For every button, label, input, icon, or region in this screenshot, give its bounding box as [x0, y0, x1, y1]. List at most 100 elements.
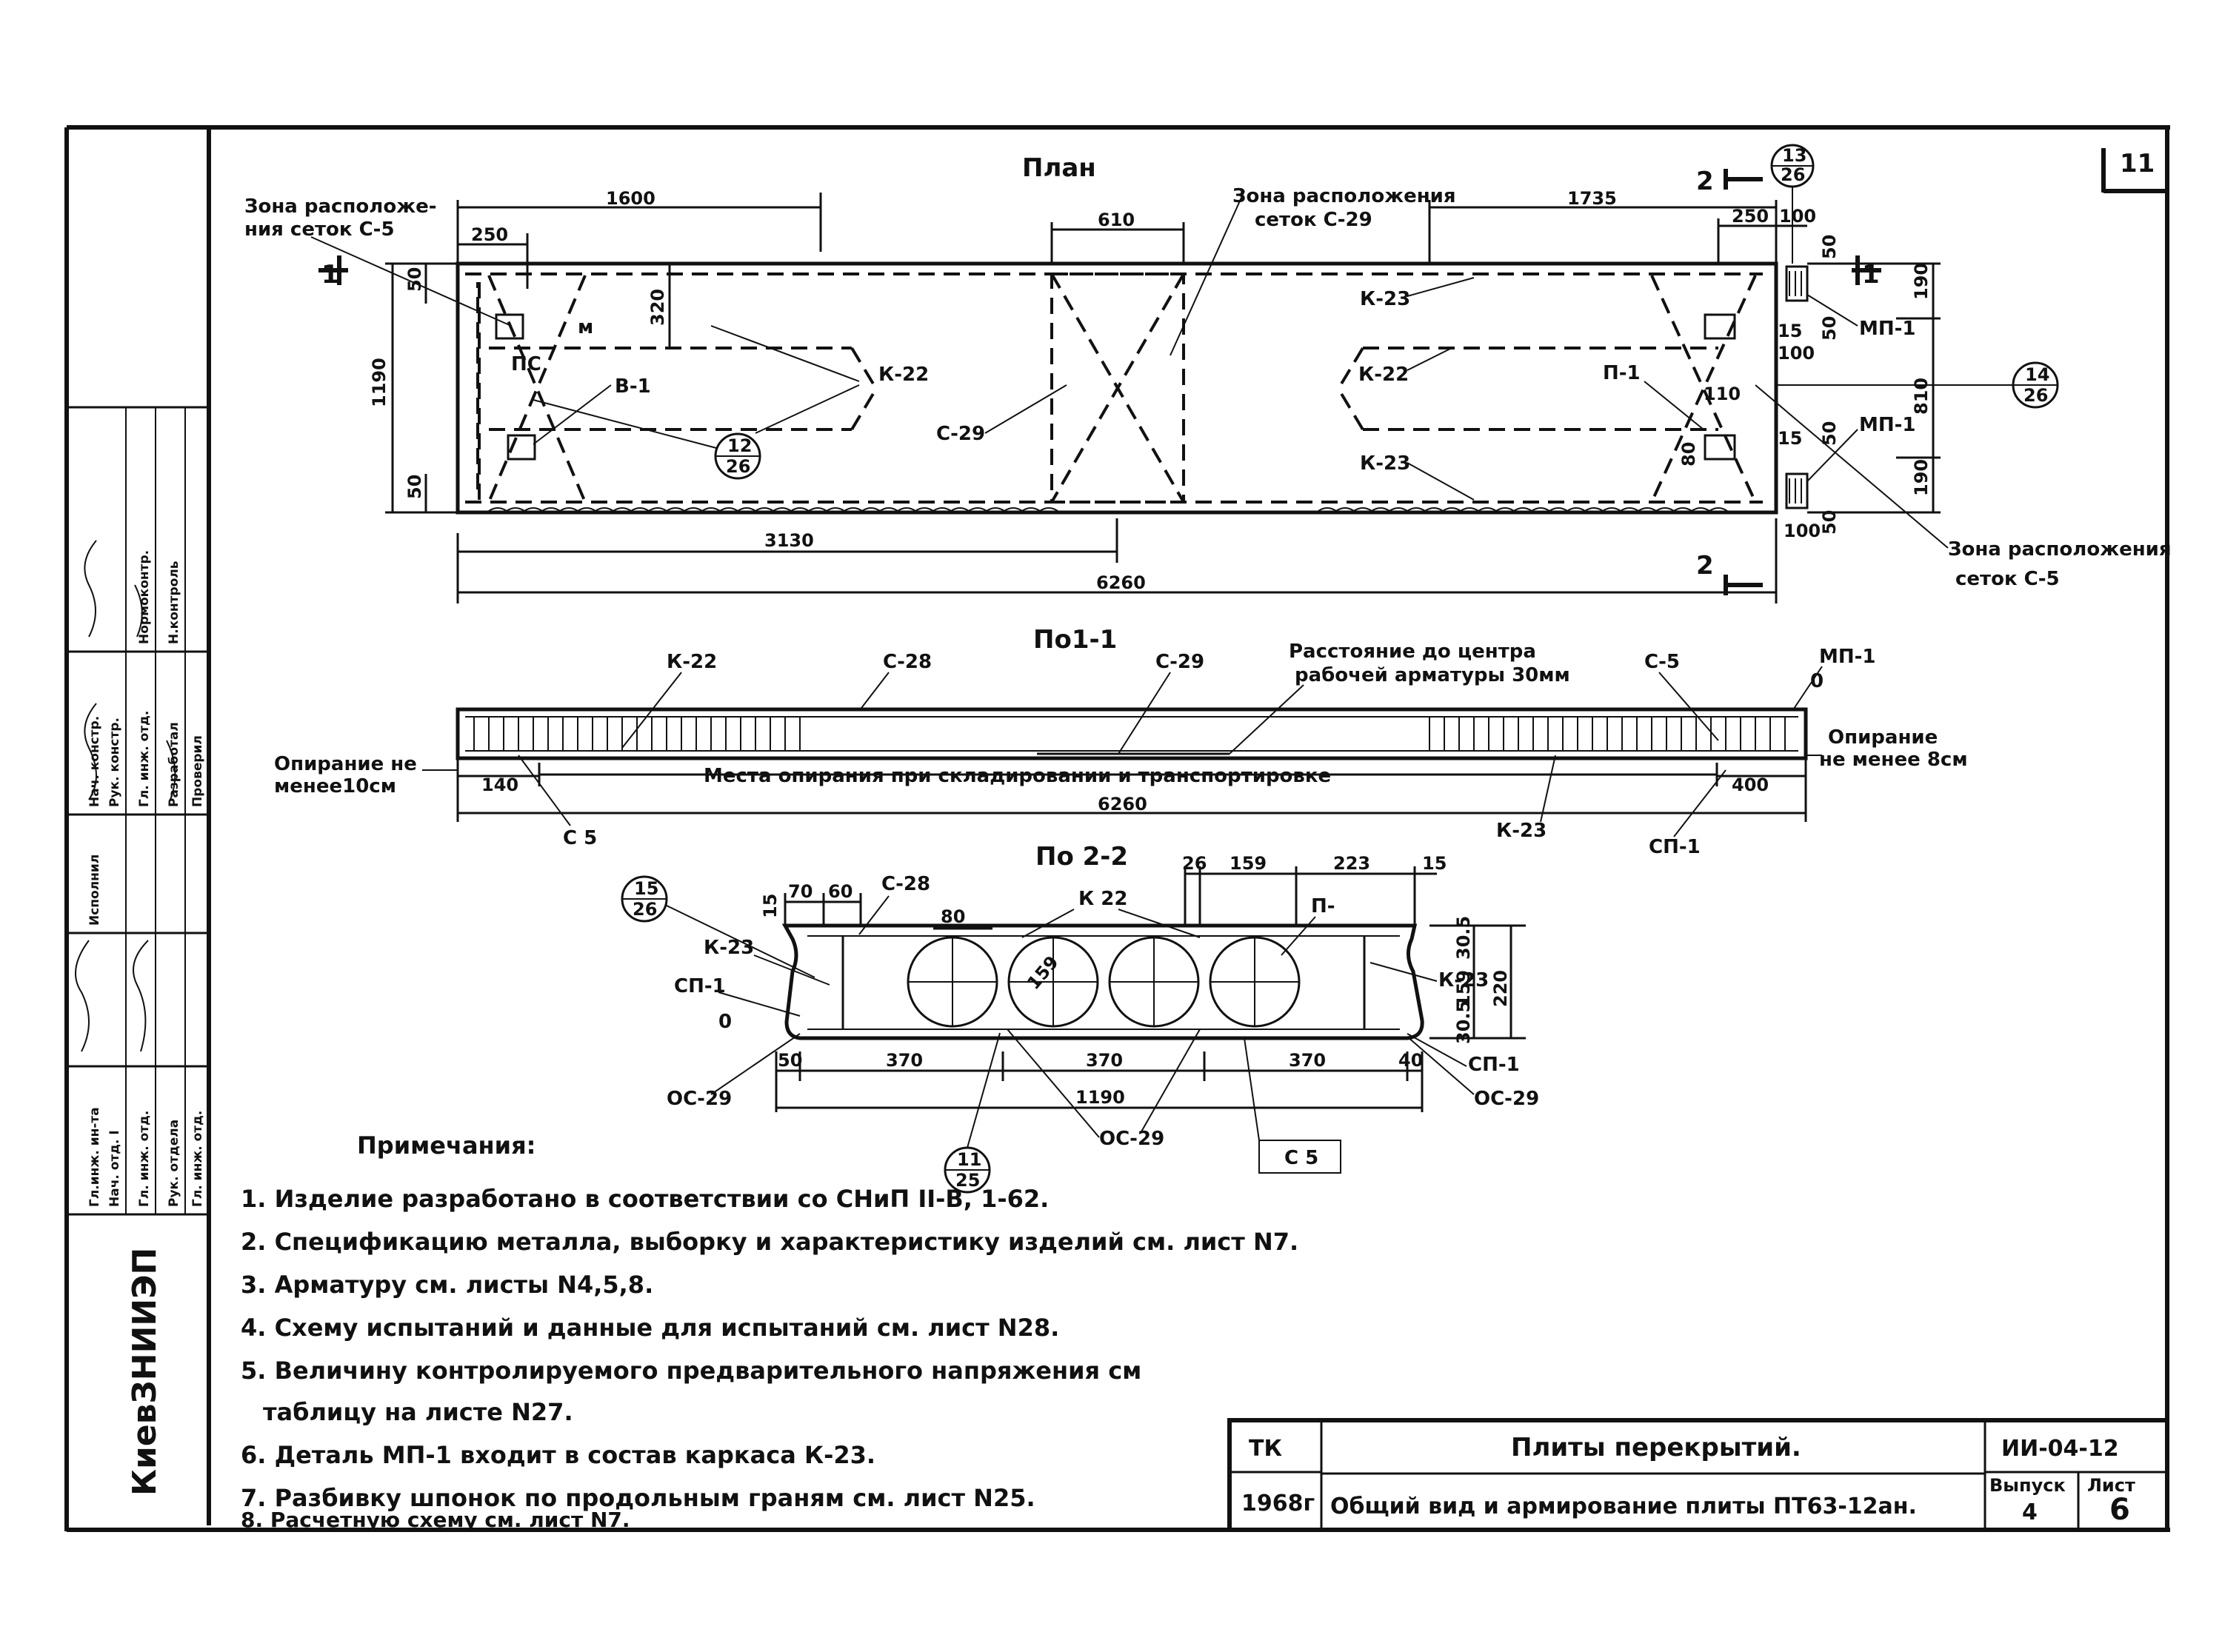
hollow-cores [907, 936, 1301, 1028]
s1-label-c28: С-28 [883, 651, 932, 673]
side-stamp-row: Гл. инж. отд. [190, 1111, 205, 1207]
side-stamp-row: Гл.инж. ин-та [87, 1107, 102, 1207]
label-k22-left: К-22 [878, 364, 929, 386]
s2-label-c5: С 5 [1284, 1147, 1318, 1169]
dim-50-bottom: 50 [404, 475, 425, 499]
zone-left-line2: ния сеток С-5 [244, 218, 395, 241]
side-stamp-row: Нормоконтр. [137, 550, 152, 644]
zone-mid-line1: Зона расположения [1232, 185, 1456, 207]
section2-outline [781, 923, 1424, 1040]
side-stamp-row: Гл. инж. отд. [137, 1111, 152, 1207]
note-item: 8. Расчетную схему см. лист N7. [241, 1508, 630, 1532]
zone-right-line2: сеток С-5 [1955, 568, 2060, 590]
label-p1: П-1 [1603, 362, 1641, 384]
s2-label-k23-left: К-23 [704, 937, 754, 959]
s2-dim-30-5b: 30.5 [1453, 1000, 1474, 1044]
plan-view: План [244, 144, 2172, 603]
svg-text:13: 13 [1782, 145, 1806, 166]
plan-title: План [1022, 153, 1096, 183]
dim-190-top: 190 [1911, 263, 1932, 300]
label-b1: В-1 [615, 375, 651, 398]
label-k22-right: К-22 [1358, 364, 1409, 386]
side-stamp-row: Рук. отдела [167, 1120, 181, 1207]
dim-6260-plan: 6260 [1096, 572, 1146, 593]
s2-dim-370a: 370 [886, 1050, 923, 1071]
side-stamp-row: Гл. инж. отд. [137, 711, 152, 807]
dim-250-right: 250 [1732, 206, 1769, 227]
tb-issue-label: Выпуск [1989, 1475, 2066, 1496]
s2-dim-223: 223 [1333, 853, 1370, 874]
tb-sheet-label: Лист [2087, 1475, 2135, 1496]
section-2-2: По 2-2 159 70 60 15 80 26 [621, 842, 1539, 1194]
s2-label-zero: 0 [718, 1011, 732, 1033]
title-block: ТК 1968г Плиты перекрытий. Общий вид и а… [1227, 1418, 2169, 1532]
s2-label-k22: К 22 [1078, 888, 1128, 910]
s1-label-c5-top: С-5 [1644, 651, 1680, 673]
side-stamp-row: Нач. отд. I [107, 1130, 122, 1207]
dim-320: 320 [647, 289, 668, 326]
s1-label-c29: С-29 [1155, 651, 1204, 673]
dim-100-c: 100 [1784, 521, 1821, 541]
section1-slab [456, 707, 1808, 760]
dim-100-b: 100 [1778, 343, 1815, 364]
dim-110: 110 [1704, 384, 1741, 404]
dim-1190-plan: 1190 [369, 358, 390, 407]
dim-15-b: 15 [1778, 428, 1802, 449]
callout-12-26: 12 26 [533, 399, 761, 480]
dim-50-d: 50 [1819, 510, 1840, 535]
dim-50-e: 50 [1819, 316, 1840, 341]
s1-label-c5-bottom: С 5 [563, 827, 597, 849]
tb-sheet-value: 6 [2109, 1493, 2130, 1527]
dim-6260-s1: 6260 [1098, 794, 1147, 815]
s2-label-oc29-mid: ОС-29 [1099, 1128, 1164, 1150]
dim-80: 80 [1678, 442, 1699, 466]
section-mark-1-right: 1 [1862, 260, 1880, 290]
s2-dim-159a: 159 [1230, 853, 1267, 874]
note-item: 6. Деталь МП-1 входит в состав каркаса К… [241, 1441, 875, 1469]
s1-label-mp1: МП-1 [1819, 646, 1876, 668]
dim-190-bottom: 190 [1911, 459, 1932, 496]
svg-text:26: 26 [1781, 164, 1805, 185]
s1-label-cp1: СП-1 [1649, 836, 1701, 858]
dim-15-a: 15 [1778, 321, 1802, 341]
s2-dim-370c: 370 [1289, 1050, 1326, 1071]
s2-dim-220: 220 [1490, 970, 1511, 1007]
note-item: 1. Изделие разработано в соответствии со… [241, 1185, 1049, 1213]
note-item: 7. Разбивку шпонок по продольным граням … [241, 1484, 1035, 1512]
s2-dim-15a: 15 [760, 894, 781, 918]
dim-1735: 1735 [1567, 188, 1617, 209]
dim-100-top: 100 [1779, 206, 1816, 227]
support-left-line2: менее10см [274, 775, 396, 797]
section1-stirrups-right [1429, 717, 1786, 751]
callout-13-26: 13 26 [1770, 144, 1815, 264]
side-stamp-row: Проверил [190, 735, 205, 807]
s2-label-oc29-left: ОС-29 [667, 1088, 732, 1110]
callout-15-26: 15 26 [621, 875, 815, 978]
svg-text:12: 12 [727, 435, 752, 456]
side-stamp-row: Н.контроль [167, 561, 181, 644]
zone-right-line1: Зона расположения [1948, 538, 2172, 561]
s2-label-k23-right: К-23 [1438, 969, 1489, 991]
zone-mid-line2: сеток С-29 [1255, 209, 1372, 231]
s2-label-c28: С-28 [881, 873, 930, 895]
svg-text:26: 26 [726, 456, 750, 477]
dim-50-c: 50 [1819, 235, 1840, 259]
dim-140-s1: 140 [481, 775, 518, 795]
note-item: 3. Арматуру см. листы N4,5,8. [241, 1271, 653, 1299]
label-mp1-bottom: МП-1 [1859, 414, 1916, 436]
note-item: таблицу на листе N27. [263, 1398, 573, 1426]
section2-title: По 2-2 [1035, 842, 1128, 872]
plan-slab-outline [456, 261, 1778, 515]
callout-14-26: 14 26 [1776, 361, 2059, 409]
s1-note-line1: Расстояние до центра [1289, 641, 1536, 663]
label-m: м [578, 316, 593, 338]
svg-text:15: 15 [634, 878, 658, 899]
support-right-line2: не менее 8см [1819, 749, 1968, 771]
label-c29: С-29 [936, 423, 985, 445]
s2-dim-30-5a: 30.5 [1453, 916, 1474, 960]
s2-dim-26: 26 [1182, 853, 1207, 874]
label-k23-bottom: К-23 [1360, 452, 1410, 475]
callout-11-25: 11 25 [944, 1032, 1001, 1194]
tb-issue-value: 4 [2022, 1499, 2038, 1525]
